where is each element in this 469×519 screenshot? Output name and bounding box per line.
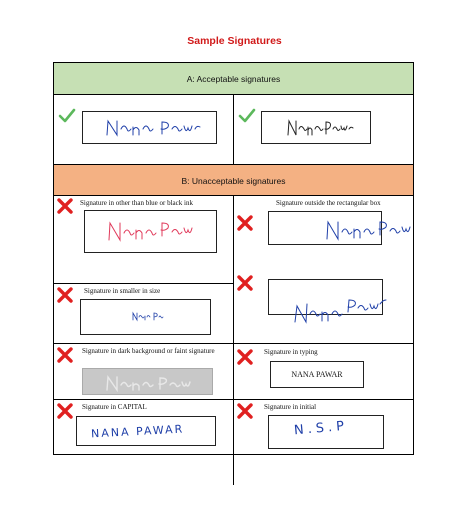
cross-icon <box>237 403 253 419</box>
cross-icon <box>57 198 73 214</box>
signature-faint-handwritten <box>106 374 191 393</box>
column-divider <box>233 95 234 164</box>
cross-icon <box>57 403 73 419</box>
row-divider <box>54 343 413 344</box>
label-outside-box: Signature outside the rectangular box <box>276 199 381 207</box>
check-icon <box>238 108 256 123</box>
signature-box <box>82 111 217 144</box>
column-divider <box>233 196 234 485</box>
signature-outside-box <box>326 220 411 241</box>
signature-outside-box <box>294 299 387 324</box>
signature-black-handwritten <box>287 119 354 136</box>
check-icon <box>58 108 76 123</box>
signature-box <box>80 299 211 335</box>
cross-icon <box>237 275 253 291</box>
cross-icon <box>237 349 253 365</box>
label-capital: Signature in CAPITAL <box>82 403 147 411</box>
label-smaller-size: Signature in smaller in size <box>84 287 161 295</box>
cross-icon <box>57 347 73 363</box>
signature-typed: NANA PAWAR <box>270 361 364 388</box>
unacceptable-heading: B: Unacceptable signatures <box>54 164 413 196</box>
row-divider <box>54 283 233 284</box>
signature-box <box>76 416 216 446</box>
page-title: Sample Signatures <box>187 35 282 47</box>
signature-box-dark <box>82 368 213 395</box>
signature-box <box>268 211 382 245</box>
signature-box <box>84 210 217 253</box>
acceptable-heading: A: Acceptable signatures <box>54 63 413 95</box>
cross-icon <box>57 287 73 303</box>
cross-icon <box>237 215 253 231</box>
label-color-ink: Signature in other than blue or black in… <box>80 199 193 207</box>
label-dark-background: Signature in dark background or faint si… <box>82 347 215 355</box>
signature-small-handwritten <box>132 311 164 322</box>
signature-table: A: Acceptable signatures B: Unacceptable… <box>53 62 414 485</box>
row-divider <box>54 399 413 400</box>
signature-red-handwritten <box>108 221 193 242</box>
signature-blue-handwritten <box>106 119 201 137</box>
signature-box <box>268 415 384 449</box>
label-typing: Signature in typing <box>264 348 318 356</box>
label-initial: Signature in initial <box>264 403 317 411</box>
